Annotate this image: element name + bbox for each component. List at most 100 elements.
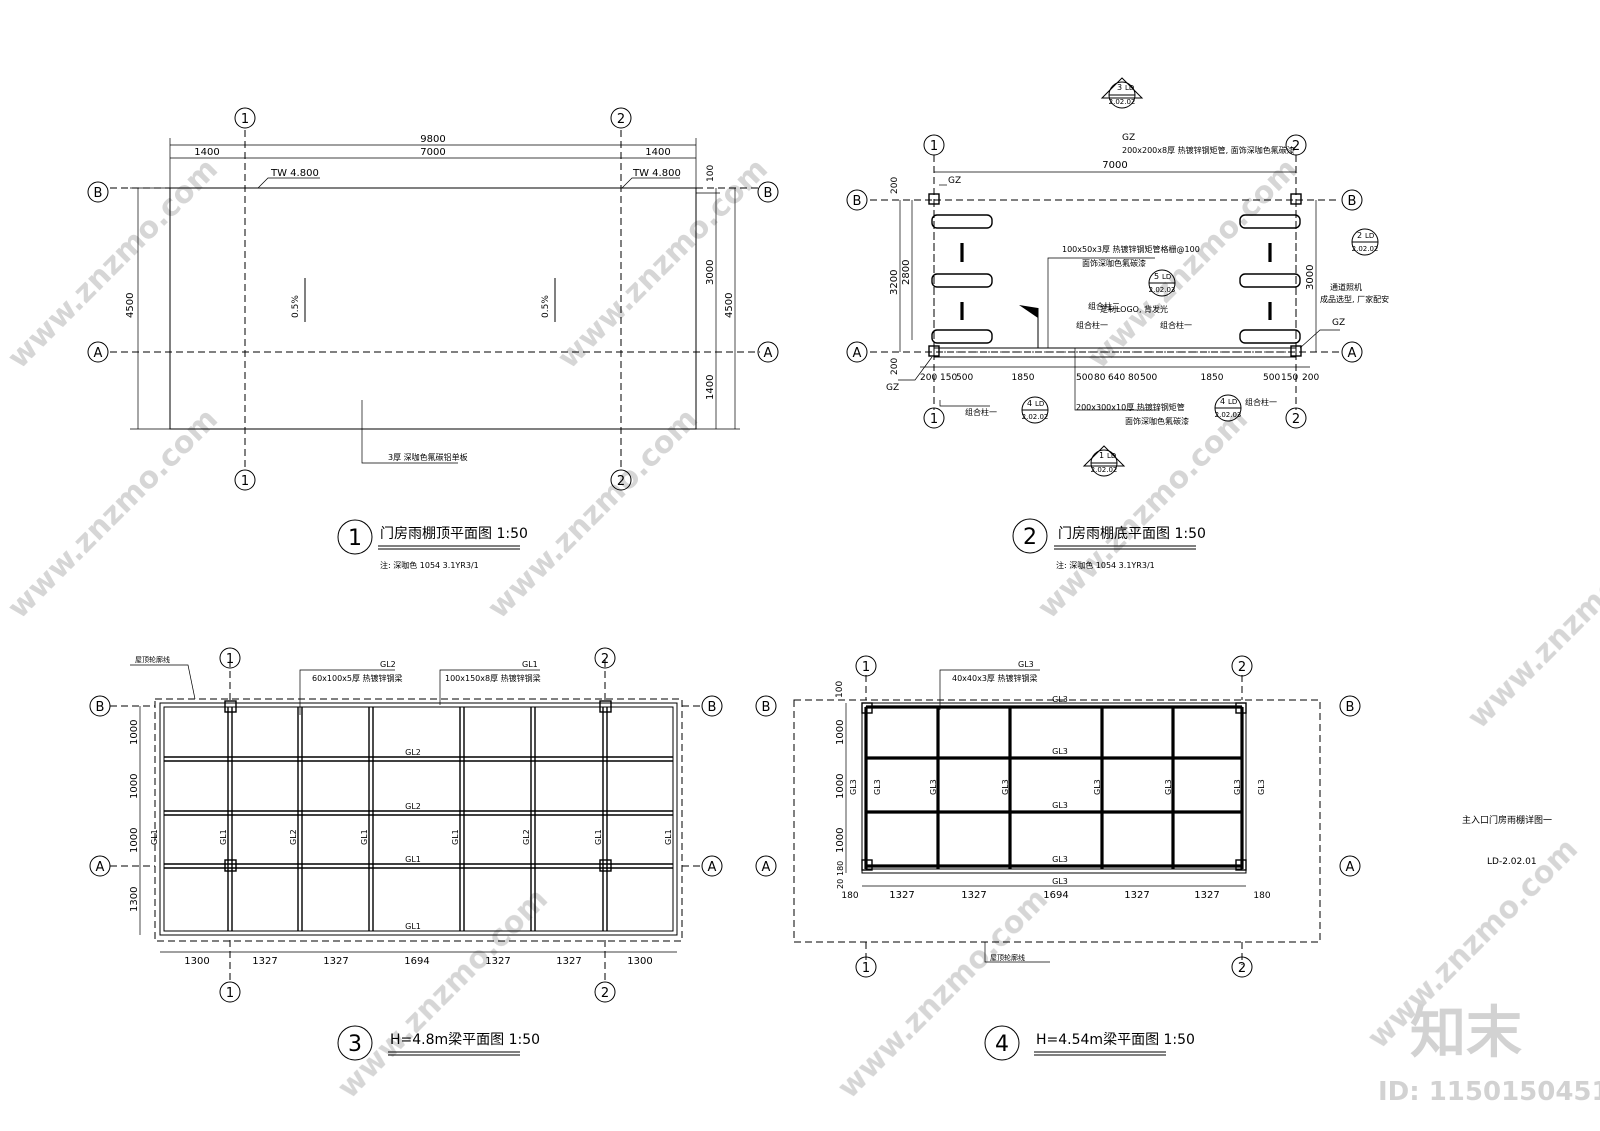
svg-text:2.02.03: 2.02.03 bbox=[1149, 286, 1176, 294]
dim-span: 7000 bbox=[1102, 160, 1127, 171]
dim-l-3200: 3200 bbox=[889, 270, 900, 295]
combo1-label: 组合柱一 bbox=[965, 407, 997, 417]
col-dim: 1300 bbox=[184, 956, 209, 967]
axis-bubble-1: 1 bbox=[930, 139, 938, 154]
axis-bubble-1: 1 bbox=[226, 986, 234, 1001]
dim-left-h: 4500 bbox=[125, 293, 136, 318]
col-dim: 180 bbox=[841, 891, 858, 901]
beam-label-gl3: GL3 bbox=[1052, 877, 1068, 886]
dim-r-3000: 3000 bbox=[1305, 265, 1316, 290]
svg-text:LD: LD bbox=[1035, 400, 1044, 408]
axis-bubble-2: 2 bbox=[617, 474, 625, 489]
svg-text:LD: LD bbox=[1125, 84, 1134, 92]
sheet-code: LD-2.02.01 bbox=[1487, 857, 1537, 867]
drawing-number: 2 bbox=[1023, 525, 1037, 550]
drawing-note: 注: 深咖色 1054 3.1YR3/1 bbox=[380, 560, 479, 570]
axis-bubble-a: A bbox=[96, 860, 105, 875]
tw-label-left: TW 4.800 bbox=[270, 168, 319, 179]
material-label: 3厚 深咖色氟碳铝单板 bbox=[388, 452, 468, 462]
beam-label-gl3: GL3 bbox=[1233, 779, 1242, 795]
beam-label-gl3: GL3 bbox=[1164, 779, 1173, 795]
dim-bottom: 500 bbox=[1140, 373, 1157, 383]
col-dim: 1327 bbox=[1124, 890, 1149, 901]
svg-text:LD: LD bbox=[1228, 398, 1237, 406]
svg-text:2.02.02: 2.02.02 bbox=[1352, 245, 1379, 253]
combo1-label: 组合柱一 bbox=[1245, 397, 1277, 407]
axis-bubble-2: 2 bbox=[617, 112, 625, 127]
col-dim: 1694 bbox=[1043, 890, 1068, 901]
detail-ref-4b: 4 LD 2.02.03 bbox=[1214, 394, 1242, 422]
slope-left: 0.5% bbox=[291, 295, 301, 318]
beam-label-gl3: GL3 bbox=[1052, 747, 1068, 756]
gz-spec: 200x200x8厚 热镀锌钢矩管, 面饰深咖色氟碳漆 bbox=[1122, 145, 1295, 155]
drawing-title: H=4.54m梁平面图 1:50 bbox=[1036, 1032, 1195, 1048]
gz-label: GZ bbox=[948, 176, 961, 186]
axis-bubble-a: A bbox=[853, 346, 862, 361]
row-dim: 1000 bbox=[129, 720, 140, 745]
axis-bubble-2: 2 bbox=[1238, 961, 1246, 976]
detail-ref-4: 4 LD 2.02.02 bbox=[1021, 396, 1049, 424]
axis-bubble-1: 1 bbox=[226, 652, 234, 667]
dim-total: 9800 bbox=[420, 134, 445, 145]
watermark-site: www.znzmo.com bbox=[831, 882, 1055, 1106]
beam-label-gl1: GL1 bbox=[405, 855, 421, 864]
drawing-title: H=4.8m梁平面图 1:50 bbox=[390, 1032, 540, 1048]
detail-ref-3: 3 LD 2.02.02 bbox=[1100, 77, 1144, 109]
axis-bubble-a: A bbox=[1346, 860, 1355, 875]
brand-logo: 知末 bbox=[1410, 1001, 1522, 1066]
gz-label: GZ bbox=[1122, 133, 1135, 143]
axis-bubble-1: 1 bbox=[862, 961, 870, 976]
beam-label-gl2: GL2 bbox=[405, 748, 421, 757]
drawing-number: 4 bbox=[995, 1032, 1009, 1057]
tube1-spec: 100x50x3厚 热镀锌钢矩管格栅@100 bbox=[1062, 244, 1200, 254]
lamp-label: 通道照机 bbox=[1330, 282, 1362, 292]
axis-bubble-1: 1 bbox=[241, 474, 249, 489]
tube2-finish: 面饰深咖色氟碳漆 bbox=[1125, 416, 1189, 426]
row-dim: 100 bbox=[835, 681, 845, 698]
slope-right: 0.5% bbox=[541, 295, 551, 318]
beam-label-gl3: GL3 bbox=[1093, 779, 1102, 795]
drawing-note: 注: 深咖色 1054 3.1YR3/1 bbox=[1056, 560, 1155, 570]
col-dim: 1327 bbox=[889, 890, 914, 901]
lamp-note: 成品选型, 厂家配安 bbox=[1320, 294, 1389, 304]
svg-text:1: 1 bbox=[1099, 451, 1104, 460]
watermark-site: www.znzmo.com bbox=[1031, 402, 1255, 626]
dim-seg-left: 1400 bbox=[194, 147, 219, 158]
svg-text:2.02.02: 2.02.02 bbox=[1109, 98, 1136, 106]
beam-label-gl3: GL3 bbox=[1052, 855, 1068, 864]
col-dim: 1327 bbox=[961, 890, 986, 901]
beam-label-gl1: GL1 bbox=[451, 829, 460, 845]
gl3-label: GL3 bbox=[1018, 660, 1034, 669]
drawing-3-beam-plan-4800: GL2 GL2 GL1 GL1 GL1 GL1 GL2 GL1 GL1 GL2 … bbox=[89, 647, 723, 1061]
watermark-site: www.znzmo.com bbox=[551, 152, 775, 376]
col-dim: 1327 bbox=[485, 956, 510, 967]
row-dim: 1000 bbox=[129, 774, 140, 799]
beam-label-gl3: GL3 bbox=[929, 779, 938, 795]
dim-bottom: 500 bbox=[1263, 373, 1280, 383]
axis-bubble-b: B bbox=[1348, 194, 1357, 209]
dim-bottom: 80 bbox=[1094, 373, 1106, 383]
dim-seg-right: 1400 bbox=[645, 147, 670, 158]
axis-bubble-2: 2 bbox=[601, 986, 609, 1001]
combo1-label: 组合柱一 bbox=[1076, 320, 1108, 330]
axis-bubble-a: A bbox=[762, 860, 771, 875]
gz-label: GZ bbox=[1332, 318, 1345, 328]
axis-bubble-a: A bbox=[94, 346, 103, 361]
axis-bubble-a: A bbox=[708, 860, 717, 875]
beam-label-gl2: GL2 bbox=[405, 802, 421, 811]
combo1-label: 组合柱一 bbox=[1160, 320, 1192, 330]
row-dim: 1000 bbox=[835, 720, 846, 745]
beam-label-gl2: GL2 bbox=[289, 829, 298, 845]
col-dim: 1694 bbox=[404, 956, 429, 967]
dim-bottom: 1850 bbox=[1201, 373, 1224, 383]
dim-bottom: 200 bbox=[1302, 373, 1319, 383]
axis-bubble-b: B bbox=[764, 186, 773, 201]
dim-bottom: 500 bbox=[1076, 373, 1093, 383]
drawing-1-roof-plan: 9800 1400 7000 1400 TW 4.800 TW 4.800 0.… bbox=[87, 107, 779, 570]
axis-bubble-b: B bbox=[1346, 700, 1355, 715]
col-dim: 1327 bbox=[556, 956, 581, 967]
axis-bubble-a: A bbox=[764, 346, 773, 361]
drawing-4-beam-plan-4540: GL3 GL3 GL3 GL3 GL3 GL3 GL3 GL3 GL3 GL3 … bbox=[755, 655, 1361, 1061]
axis-bubble-b: B bbox=[853, 194, 862, 209]
